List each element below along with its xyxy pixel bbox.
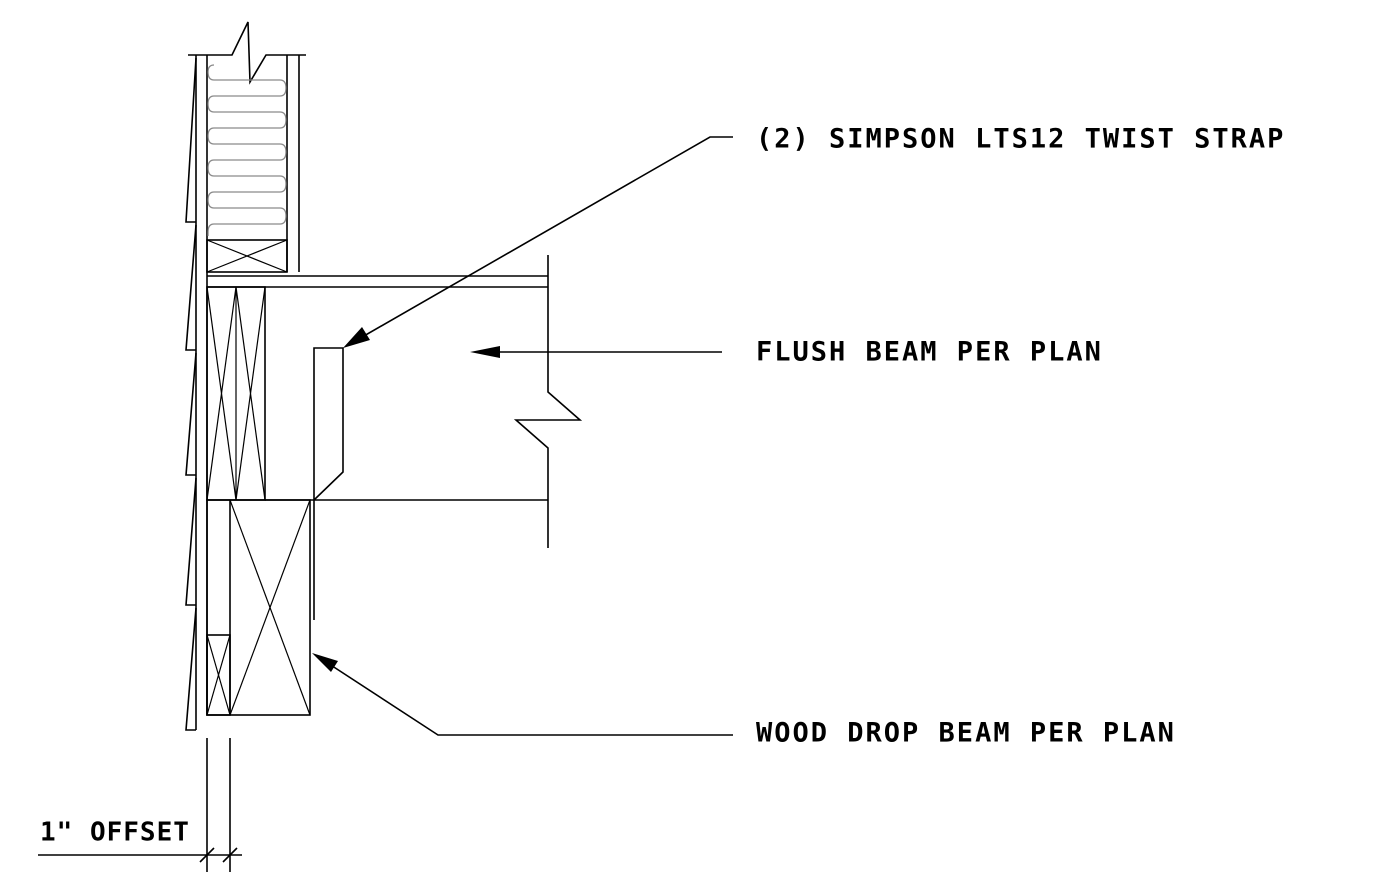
upper-wall [188,21,306,730]
twist-strap [313,347,344,501]
callout-twist-strap: (2) SIMPSON LTS12 TWIST STRAP [756,124,1285,155]
beam-break-line [513,255,583,548]
callout-drop-beam: WOOD DROP BEAM PER PLAN [756,718,1176,749]
callout-flush-beam: FLUSH BEAM PER PLAN [756,337,1103,368]
offset-dimension [38,738,242,872]
leader-twist-strap [343,136,733,348]
arrowhead [343,327,370,348]
arrowhead [312,653,338,672]
batt-insulation [207,64,287,236]
lap-siding [185,57,197,731]
wall-bottom-plate [206,239,288,273]
leader-drop-beam [312,653,733,736]
floor-framing [206,275,548,501]
flush-beam [265,255,583,548]
drop-beam [206,499,315,716]
leader-flush-beam [470,346,722,358]
offset-label: 1" OFFSET [40,818,190,848]
arrowhead [470,346,500,358]
wall-break-line [188,21,306,85]
